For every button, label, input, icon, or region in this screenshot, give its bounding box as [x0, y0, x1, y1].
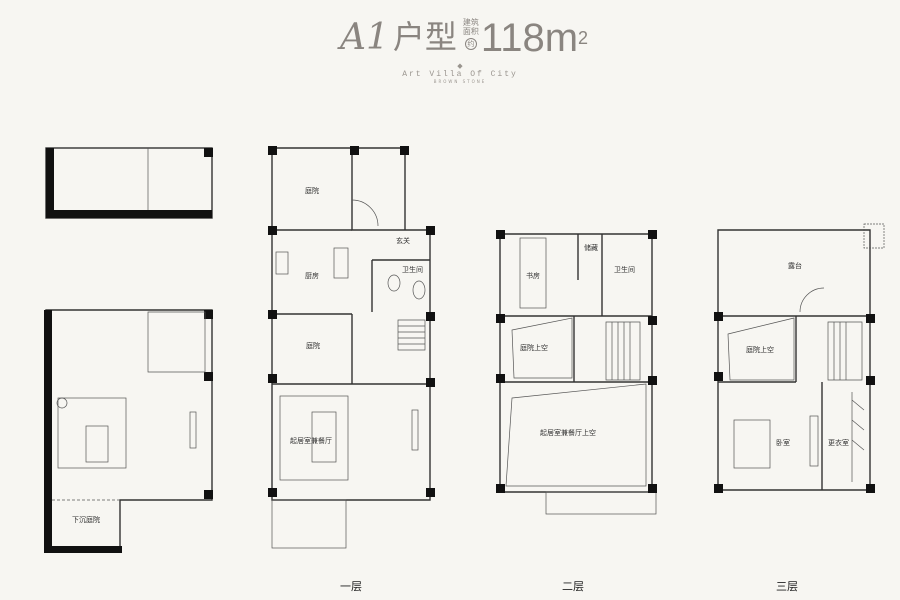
room-living-void: 起居室兼餐厅上空 — [540, 428, 596, 437]
brand-name: Art Villa Of City — [402, 70, 518, 79]
room-bedroom: 卧室 — [776, 438, 790, 447]
area-label-2: 面积 — [462, 27, 479, 36]
room-foyer: 玄关 — [396, 236, 410, 245]
floor1-label: 一层 — [340, 580, 362, 593]
brand-subtitle: ◆ Art Villa Of City BROWN STONE — [400, 62, 520, 84]
floor1-plan: 庭院 厨房 玄关 卫生间 庭院 起居室兼餐厅 一层 — [268, 146, 435, 593]
floor2-label: 二层 — [562, 580, 584, 593]
room-courtyard-north: 庭院 — [305, 186, 319, 195]
room-storage: 储藏 — [584, 243, 598, 252]
room-bathroom-f2: 卫生间 — [614, 265, 635, 274]
unit-type-code: A1 — [340, 17, 389, 58]
room-living-dining: 起居室兼餐厅 — [290, 436, 332, 445]
area-value: 118m2 — [481, 18, 588, 58]
brand-small: BROWN STONE — [433, 79, 487, 84]
room-sunken-court: 下沉庭院 — [72, 515, 100, 524]
floor2-plan: 书房 储藏 卫生间 庭院上空 起居室兼餐厅上空 二层 — [496, 230, 657, 593]
room-terrace: 露台 — [788, 261, 802, 270]
room-courtyard-void-f3: 庭院上空 — [746, 345, 774, 354]
room-study: 书房 — [526, 271, 540, 280]
unit-type-suffix: 户型 — [392, 18, 457, 56]
room-courtyard-void-f2: 庭院上空 — [520, 343, 548, 352]
approx-badge: 约 — [464, 38, 477, 50]
room-dressing: 更衣室 — [828, 438, 849, 447]
room-bathroom-f1: 卫生间 — [402, 265, 423, 274]
basement-plan: 下沉庭院 — [44, 147, 213, 553]
floor3-label: 三层 — [776, 580, 798, 593]
area-label-1: 建筑 — [462, 18, 479, 27]
area-unit-sup: 2 — [578, 28, 589, 48]
room-courtyard-mid: 庭院 — [306, 341, 320, 350]
floor3-plan: 露台 庭院上空 卧室 更衣室 三层 — [714, 223, 885, 593]
room-kitchen: 厨房 — [305, 271, 319, 280]
area-label: 建筑 面积 约 — [463, 18, 479, 50]
plan-title: A1 户型 建筑 面积 约 118m2 — [340, 8, 588, 58]
diamond-icon: ◆ — [457, 62, 463, 70]
area-number: 118m — [480, 16, 579, 60]
